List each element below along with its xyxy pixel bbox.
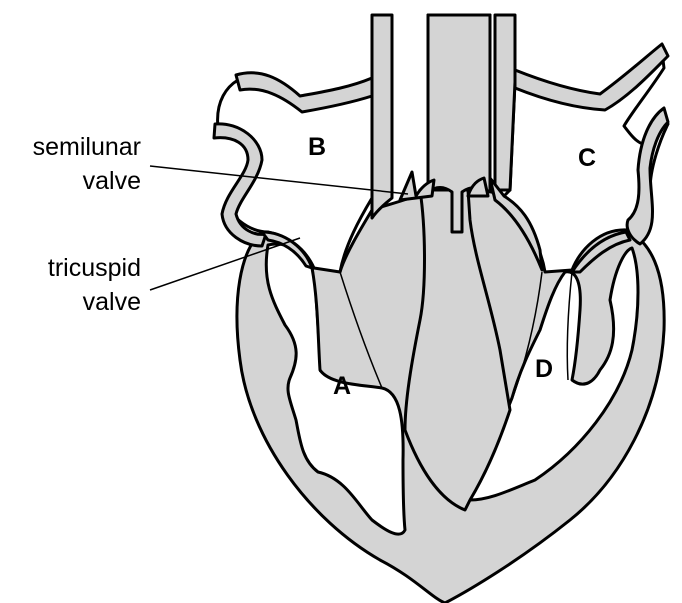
chamber-c-label: C (578, 144, 596, 172)
tricuspid-label-line1: tricuspid (48, 254, 141, 282)
pulmonary-vein (495, 15, 515, 190)
chamber-a-label: A (333, 372, 351, 400)
semilunar-label-line2: valve (83, 167, 141, 195)
semilunar-label-line1: semilunar (33, 133, 141, 161)
vena-cava (372, 15, 392, 218)
tricuspid-label-line2: valve (83, 288, 141, 316)
chamber-b-label: B (308, 133, 326, 161)
chamber-d-label: D (535, 355, 553, 383)
